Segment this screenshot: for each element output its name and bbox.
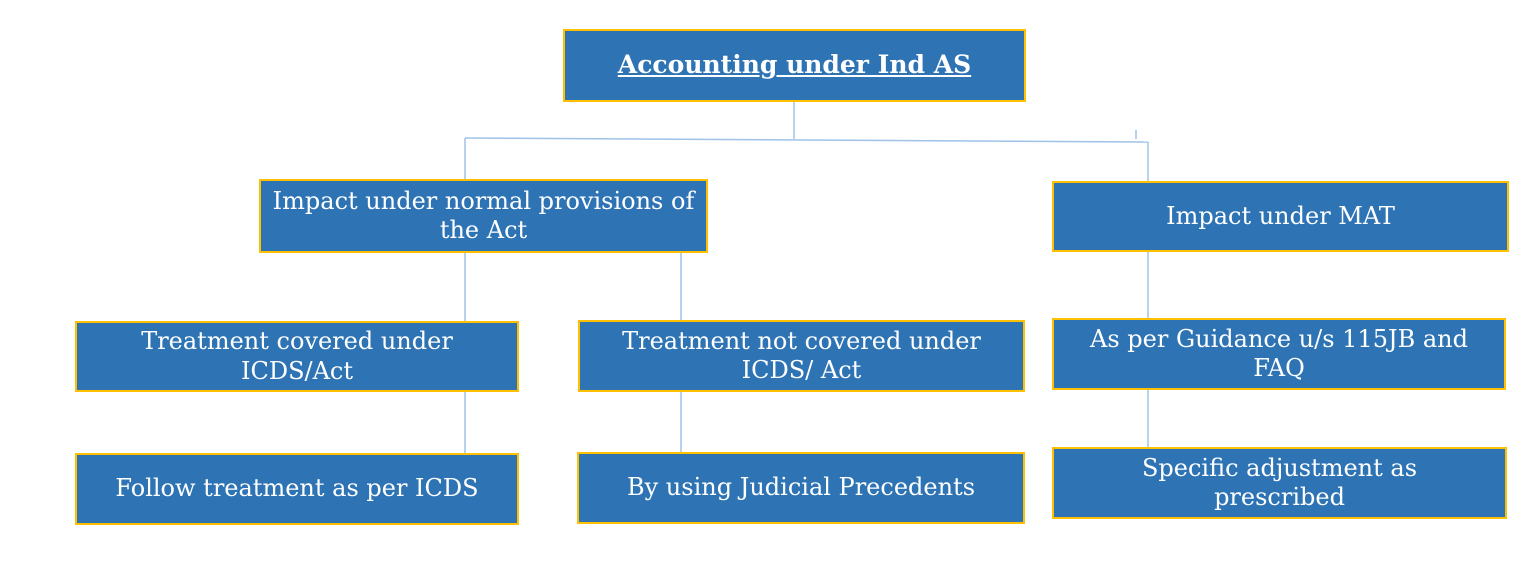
node-label: Follow treatment as per ICDS [115,474,479,503]
node-guidance-115jb-faq: As per Guidance u/s 115JB and FAQ [1052,318,1506,390]
node-accounting-under-ind-as: Accounting under Ind AS [563,29,1026,102]
node-follow-treatment-icds: Follow treatment as per ICDS [75,453,519,525]
node-treatment-covered-icds: Treatment covered under ICDS/Act [75,321,519,392]
node-label: Treatment covered under ICDS/Act [141,327,453,385]
node-label: As per Guidance u/s 115JB and FAQ [1090,324,1468,382]
node-label: Impact under normal provisions of the Ac… [272,186,695,244]
node-label: By using Judicial Precedents [626,473,976,502]
node-specific-adjustment: Specific adjustment as prescribed [1052,447,1507,519]
node-judicial-precedents: By using Judicial Precedents [577,452,1025,524]
node-label: Accounting under Ind AS [617,50,972,80]
node-label: Treatment not covered under ICDS/ Act [622,326,981,384]
node-label: Specific adjustment as prescribed [1141,453,1418,511]
node-label: Impact under MAT [1166,201,1395,230]
node-treatment-not-covered-icds: Treatment not covered under ICDS/ Act [578,320,1025,392]
node-impact-under-mat: Impact under MAT [1052,181,1509,252]
node-impact-normal-provisions: Impact under normal provisions of the Ac… [259,179,708,253]
